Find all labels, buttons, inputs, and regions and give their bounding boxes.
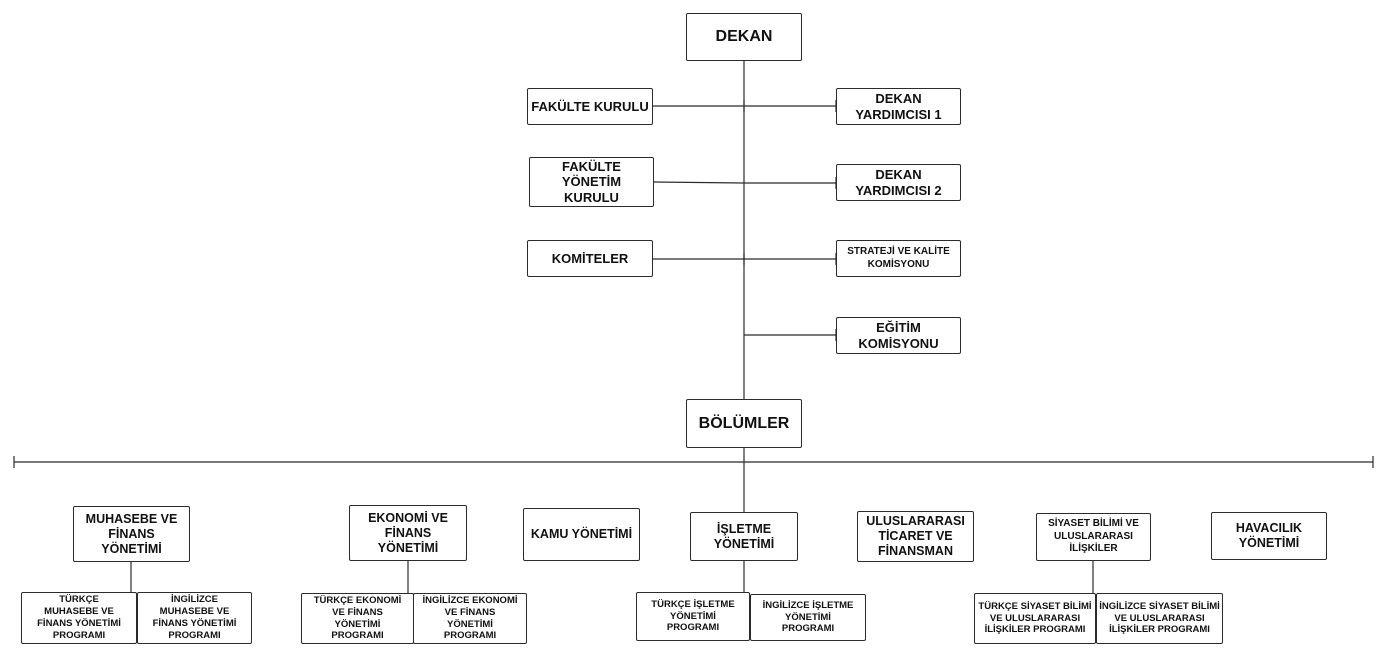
ekonomi-finans-box: EKONOMİ VE FİNANS YÖNETİMİ: [349, 505, 467, 561]
dekan-yardimcisi-2-box: DEKAN YARDIMCISI 2: [836, 164, 961, 201]
isletme-yonetimi-box: İŞLETME YÖNETİMİ: [690, 512, 798, 561]
fakulte-yonetim-kurulu-box: FAKÜLTE YÖNETİM KURULU: [529, 157, 654, 207]
muhasebe-finans-box: MUHASEBE VE FİNANS YÖNETİMİ: [73, 506, 190, 562]
dekan-yardimcisi-1-box: DEKAN YARDIMCISI 1: [836, 88, 961, 125]
siyaset-bilimi-box: SİYASET BİLİMİ VE ULUSLARARASI İLİŞKİLER: [1036, 513, 1151, 561]
ingilizce-siyaset-program-box: İNGİLİZCE SİYASET BİLİMİ VE ULUSLARARASI…: [1096, 593, 1223, 644]
havacilik-yonetimi-box: HAVACILIK YÖNETİMİ: [1211, 512, 1327, 560]
egitim-komisyonu-box: EĞİTİM KOMİSYONU: [836, 317, 961, 354]
dekan-box: DEKAN: [686, 13, 802, 61]
turkce-isletme-program-box: TÜRKÇE İŞLETME YÖNETİMİ PROGRAMI: [636, 592, 750, 641]
ingilizce-muhasebe-program-box: İNGİLİZCE MUHASEBE VE FİNANS YÖNETİMİ PR…: [137, 592, 252, 644]
link-fakulte-yonetim-kurulu: [653, 181, 745, 184]
fakulte-kurulu-box: FAKÜLTE KURULU: [527, 88, 653, 125]
turkce-muhasebe-program-box: TÜRKÇE MUHASEBE VE FİNANS YÖNETİMİ PROGR…: [21, 592, 137, 644]
bolumler-box: BÖLÜMLER: [686, 399, 802, 448]
turkce-ekonomi-program-box: TÜRKÇE EKONOMİ VE FİNANS YÖNETİMİ PROGRA…: [301, 593, 414, 644]
turkce-siyaset-program-box: TÜRKÇE SİYASET BİLİMİ VE ULUSLARARASI İL…: [974, 593, 1096, 644]
kamu-yonetimi-box: KAMU YÖNETİMİ: [523, 508, 640, 561]
ingilizce-isletme-program-box: İNGİLİZCE İŞLETME YÖNETİMİ PROGRAMI: [750, 594, 866, 641]
ingilizce-ekonomi-program-box: İNGİLİZCE EKONOMİ VE FİNANS YÖNETİMİ PRO…: [413, 593, 527, 644]
uluslararasi-ticaret-box: ULUSLARARASI TİCARET VE FİNANSMAN: [857, 511, 974, 562]
strateji-kalite-box: STRATEJİ VE KALİTE KOMİSYONU: [836, 240, 961, 277]
komiteler-box: KOMİTELER: [527, 240, 653, 277]
